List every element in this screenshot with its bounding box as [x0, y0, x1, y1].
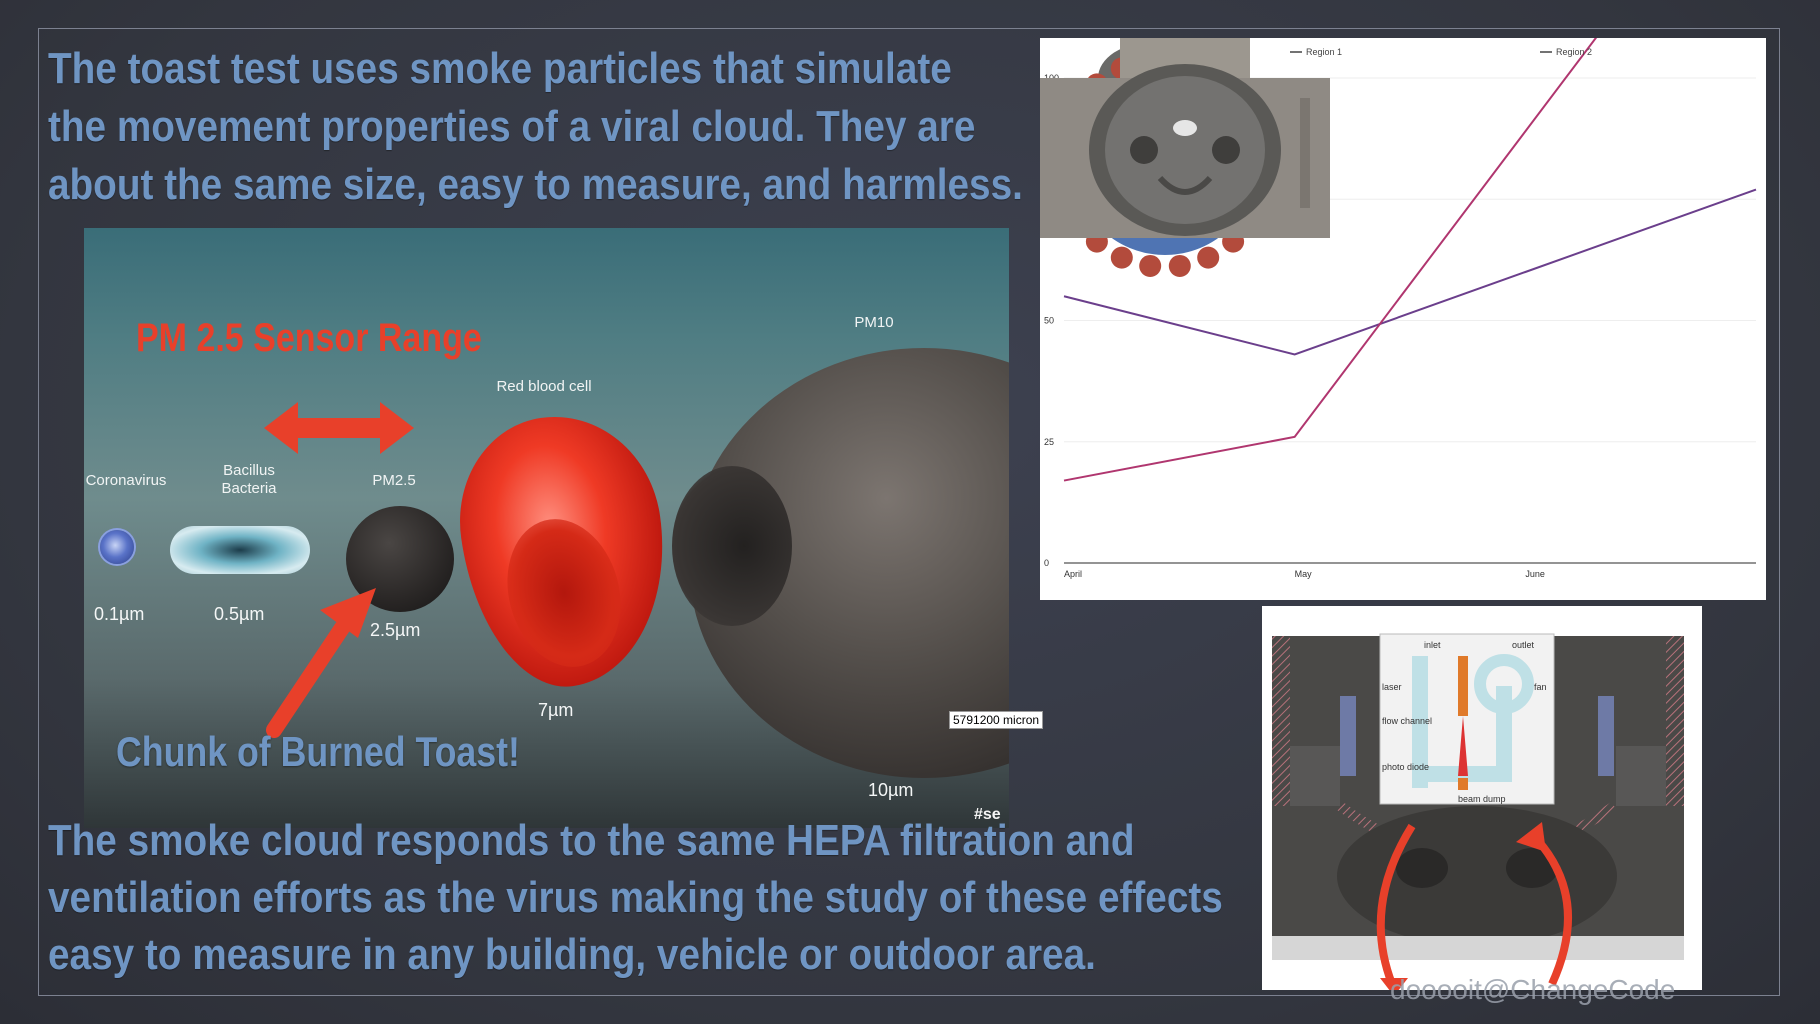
- red-blood-cell-label: Red blood cell: [496, 378, 592, 395]
- schematic-label-inlet: inlet: [1424, 640, 1441, 650]
- sensor-cutaway-schematic: inlet outlet laser flow channel photo di…: [1262, 606, 1702, 990]
- pm10-shading: [672, 466, 792, 626]
- red-blood-cell-size: 7µm: [538, 700, 574, 720]
- pointer-arrow-icon: [266, 588, 376, 738]
- schematic-label-outlet: outlet: [1512, 640, 1535, 650]
- credit-watermark: dooooit@ChangeCode: [1390, 974, 1676, 1005]
- scale-readout: 5791200 micron: [949, 711, 1044, 729]
- y-tick-label: 50: [1044, 316, 1054, 326]
- double-arrow-icon: [264, 402, 414, 454]
- pm10-label: PM10: [854, 314, 894, 331]
- sensor-range-label: PM 2.5 Sensor Range: [136, 316, 482, 360]
- virus-spike: [1110, 246, 1133, 269]
- x-tick-label: May: [1295, 569, 1313, 579]
- x-tick-label: June: [1525, 569, 1545, 579]
- series-line: [1063, 38, 1598, 482]
- footer-line-2: ventilation efforts as the virus making …: [48, 873, 1223, 922]
- housing-cutaway-image: inlet outlet laser flow channel photo di…: [1262, 606, 1702, 990]
- schematic-label-flow-channel: flow channel: [1382, 716, 1432, 726]
- x-tick-label: April: [1064, 569, 1082, 579]
- footer-line-1: The smoke cloud responds to the same HEP…: [48, 816, 1135, 865]
- slide-frame: [38, 28, 1780, 996]
- headline: The toast test uses smoke particles that…: [48, 40, 1023, 214]
- schematic-label-laser: laser: [1382, 682, 1402, 692]
- bacteria-label: Bacillus Bacteria: [221, 462, 277, 497]
- coronavirus-image: [100, 530, 134, 564]
- footer-text: The smoke cloud responds to the same HEP…: [48, 812, 1298, 983]
- schematic-label-fan: fan: [1534, 682, 1547, 692]
- bacteria-image: [170, 526, 310, 574]
- pm10-size: 10µm: [868, 780, 914, 800]
- pm25-label: PM2.5: [372, 472, 416, 489]
- schematic-label-beam-dump: beam dump: [1458, 794, 1506, 804]
- y-tick-label: 25: [1044, 437, 1054, 447]
- headline-line-2: the movement properties of a viral cloud…: [48, 102, 976, 151]
- headline-line-3: about the same size, easy to measure, an…: [48, 160, 1023, 209]
- headline-line-1: The toast test uses smoke particles that…: [48, 44, 952, 93]
- legend-label: Region 1: [1306, 47, 1342, 57]
- hashtag-watermark: #se: [974, 806, 1001, 823]
- series-line: [1063, 188, 1757, 356]
- coronavirus-label: Coronavirus: [85, 472, 167, 489]
- virus-spike: [1139, 254, 1162, 277]
- bacteria-size: 0.5µm: [214, 604, 265, 624]
- virus-spike: [1168, 254, 1191, 277]
- virus-spike: [1197, 246, 1220, 269]
- legend-label: Region 2: [1556, 47, 1592, 57]
- y-tick-label: 0: [1044, 558, 1049, 568]
- sensor-device-back-image: [1040, 38, 1330, 238]
- schematic-label-photo-diode: photo diode: [1382, 762, 1429, 772]
- pm25-size: 2.5µm: [370, 620, 421, 640]
- particle-size-image: PM 2.5 Sensor Range Coronavirus Bacillus…: [84, 228, 1009, 828]
- coronavirus-size: 0.1µm: [94, 604, 145, 624]
- footer-line-3: easy to measure in any building, vehicle…: [48, 930, 1096, 979]
- toast-caption: Chunk of Burned Toast!: [116, 728, 520, 775]
